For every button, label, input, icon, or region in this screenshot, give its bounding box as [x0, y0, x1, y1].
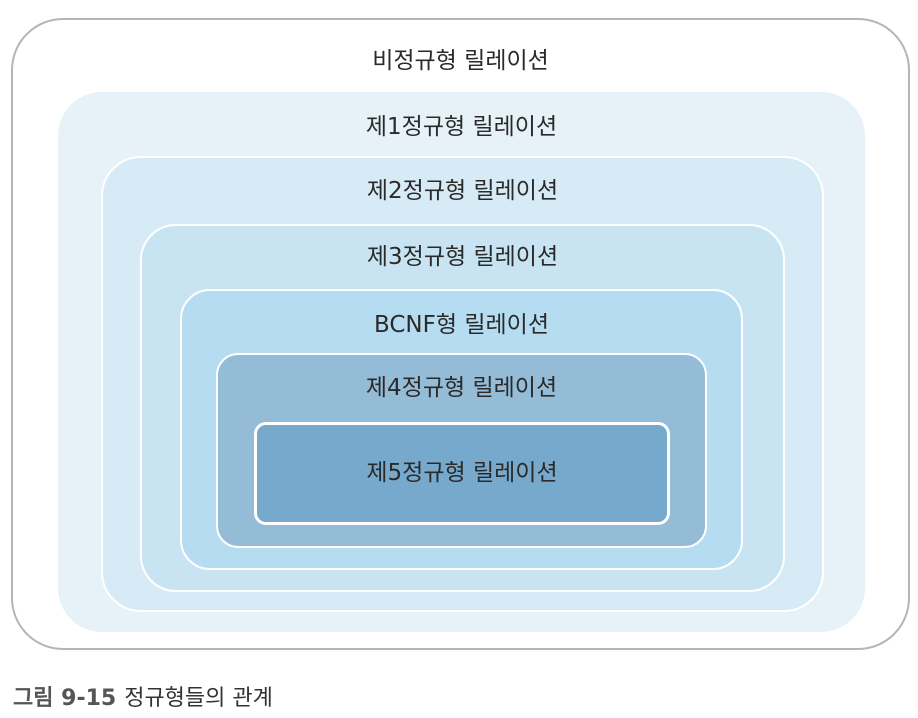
second-normal-form-label: 제2정규형 릴레이션: [366, 178, 559, 204]
fifth-normal-form-label: 제5정규형 릴레이션: [366, 460, 558, 486]
unnormalized-relation-label: 비정규형 릴레이션: [372, 48, 549, 74]
figure-number: 그림 9-15: [13, 686, 117, 711]
first-normal-form-label: 제1정규형 릴레이션: [365, 114, 558, 140]
fourth-normal-form-label: 제4정규형 릴레이션: [365, 375, 558, 401]
bcnf-label: BCNF형 릴레이션: [374, 312, 549, 338]
figure-caption: 그림 9-15 정규형들의 관계: [13, 680, 273, 712]
third-normal-form-label: 제3정규형 릴레이션: [366, 244, 559, 270]
fifth-normal-form-box: 제5정규형 릴레이션: [254, 422, 670, 525]
figure-title: 정규형들의 관계: [124, 686, 273, 711]
